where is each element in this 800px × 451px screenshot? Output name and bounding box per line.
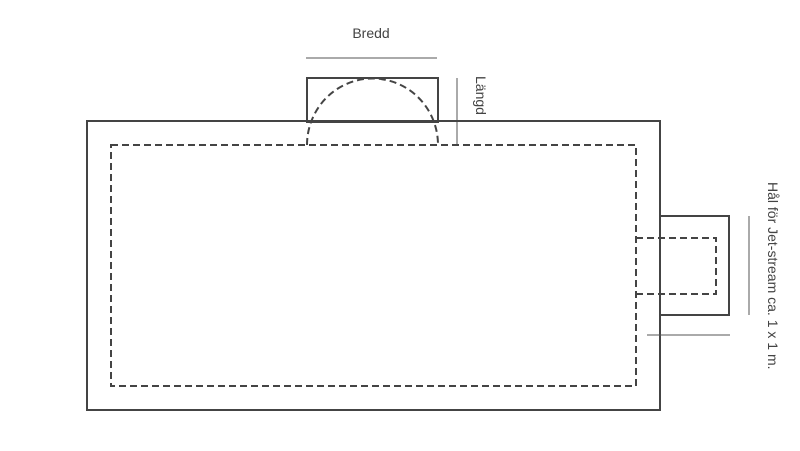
jet-niche	[661, 215, 730, 316]
stair-arc	[306, 77, 439, 146]
width-label: Bredd	[352, 25, 389, 41]
stair-niche	[306, 77, 439, 123]
jet-inner-dashed	[636, 237, 717, 295]
jet-hole-label: Hål för Jet-stream ca. 1 x 1 m.	[765, 182, 781, 370]
length-label: Längd	[473, 76, 489, 115]
pool-outer-wall	[86, 120, 661, 411]
pool-inner-liner	[110, 144, 637, 387]
